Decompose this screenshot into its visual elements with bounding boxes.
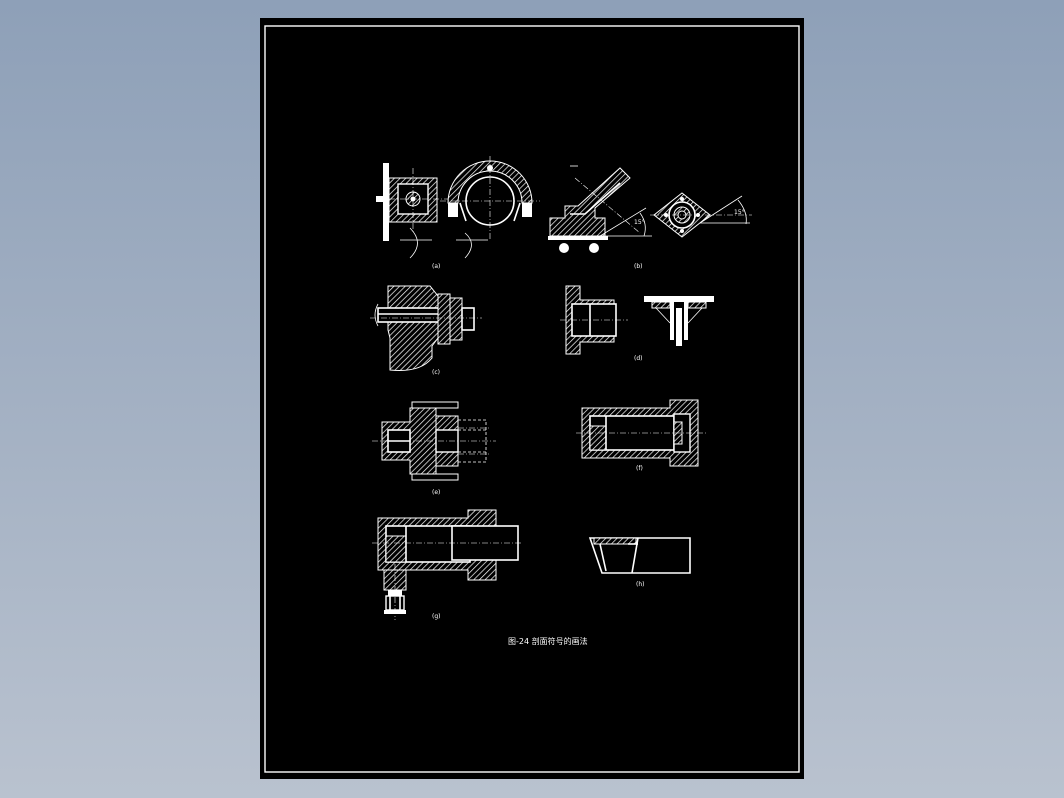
figure-h-profile [588, 537, 691, 574]
figure-g-housing [372, 509, 522, 620]
figure-a-ring [440, 156, 540, 259]
figure-d-sleeve [560, 285, 628, 355]
figure-caption: 图-24 剖面符号的画法 [508, 636, 588, 646]
figure-a-bracket [376, 163, 450, 259]
angle-label-a: 15° [734, 209, 745, 216]
cad-drawing: 15° 15° (a) (b) (c) [264, 25, 800, 773]
view-label-d: (d) [634, 355, 643, 362]
view-label-b: (b) [634, 263, 643, 270]
figure-b-elbow: 15° [548, 165, 652, 253]
view-label-c: (c) [432, 369, 440, 376]
figure-e-coupling [372, 401, 496, 481]
view-label-g: (g) [432, 613, 441, 620]
figure-d-tee [644, 296, 714, 346]
view-label-f: (f) [636, 465, 643, 472]
view-label-e: (e) [432, 489, 440, 496]
angle-label-b-left: 15° [634, 219, 645, 226]
view-label-h: (h) [636, 581, 644, 588]
figure-f-cylinder [576, 399, 706, 467]
view-label-a: (a) [432, 263, 440, 270]
figure-b-flange: 15° [650, 192, 752, 238]
drawing-sheet: 15° 15° (a) (b) (c) [260, 18, 804, 779]
figure-c-shaft [370, 285, 482, 371]
sheet-frame [264, 25, 800, 773]
